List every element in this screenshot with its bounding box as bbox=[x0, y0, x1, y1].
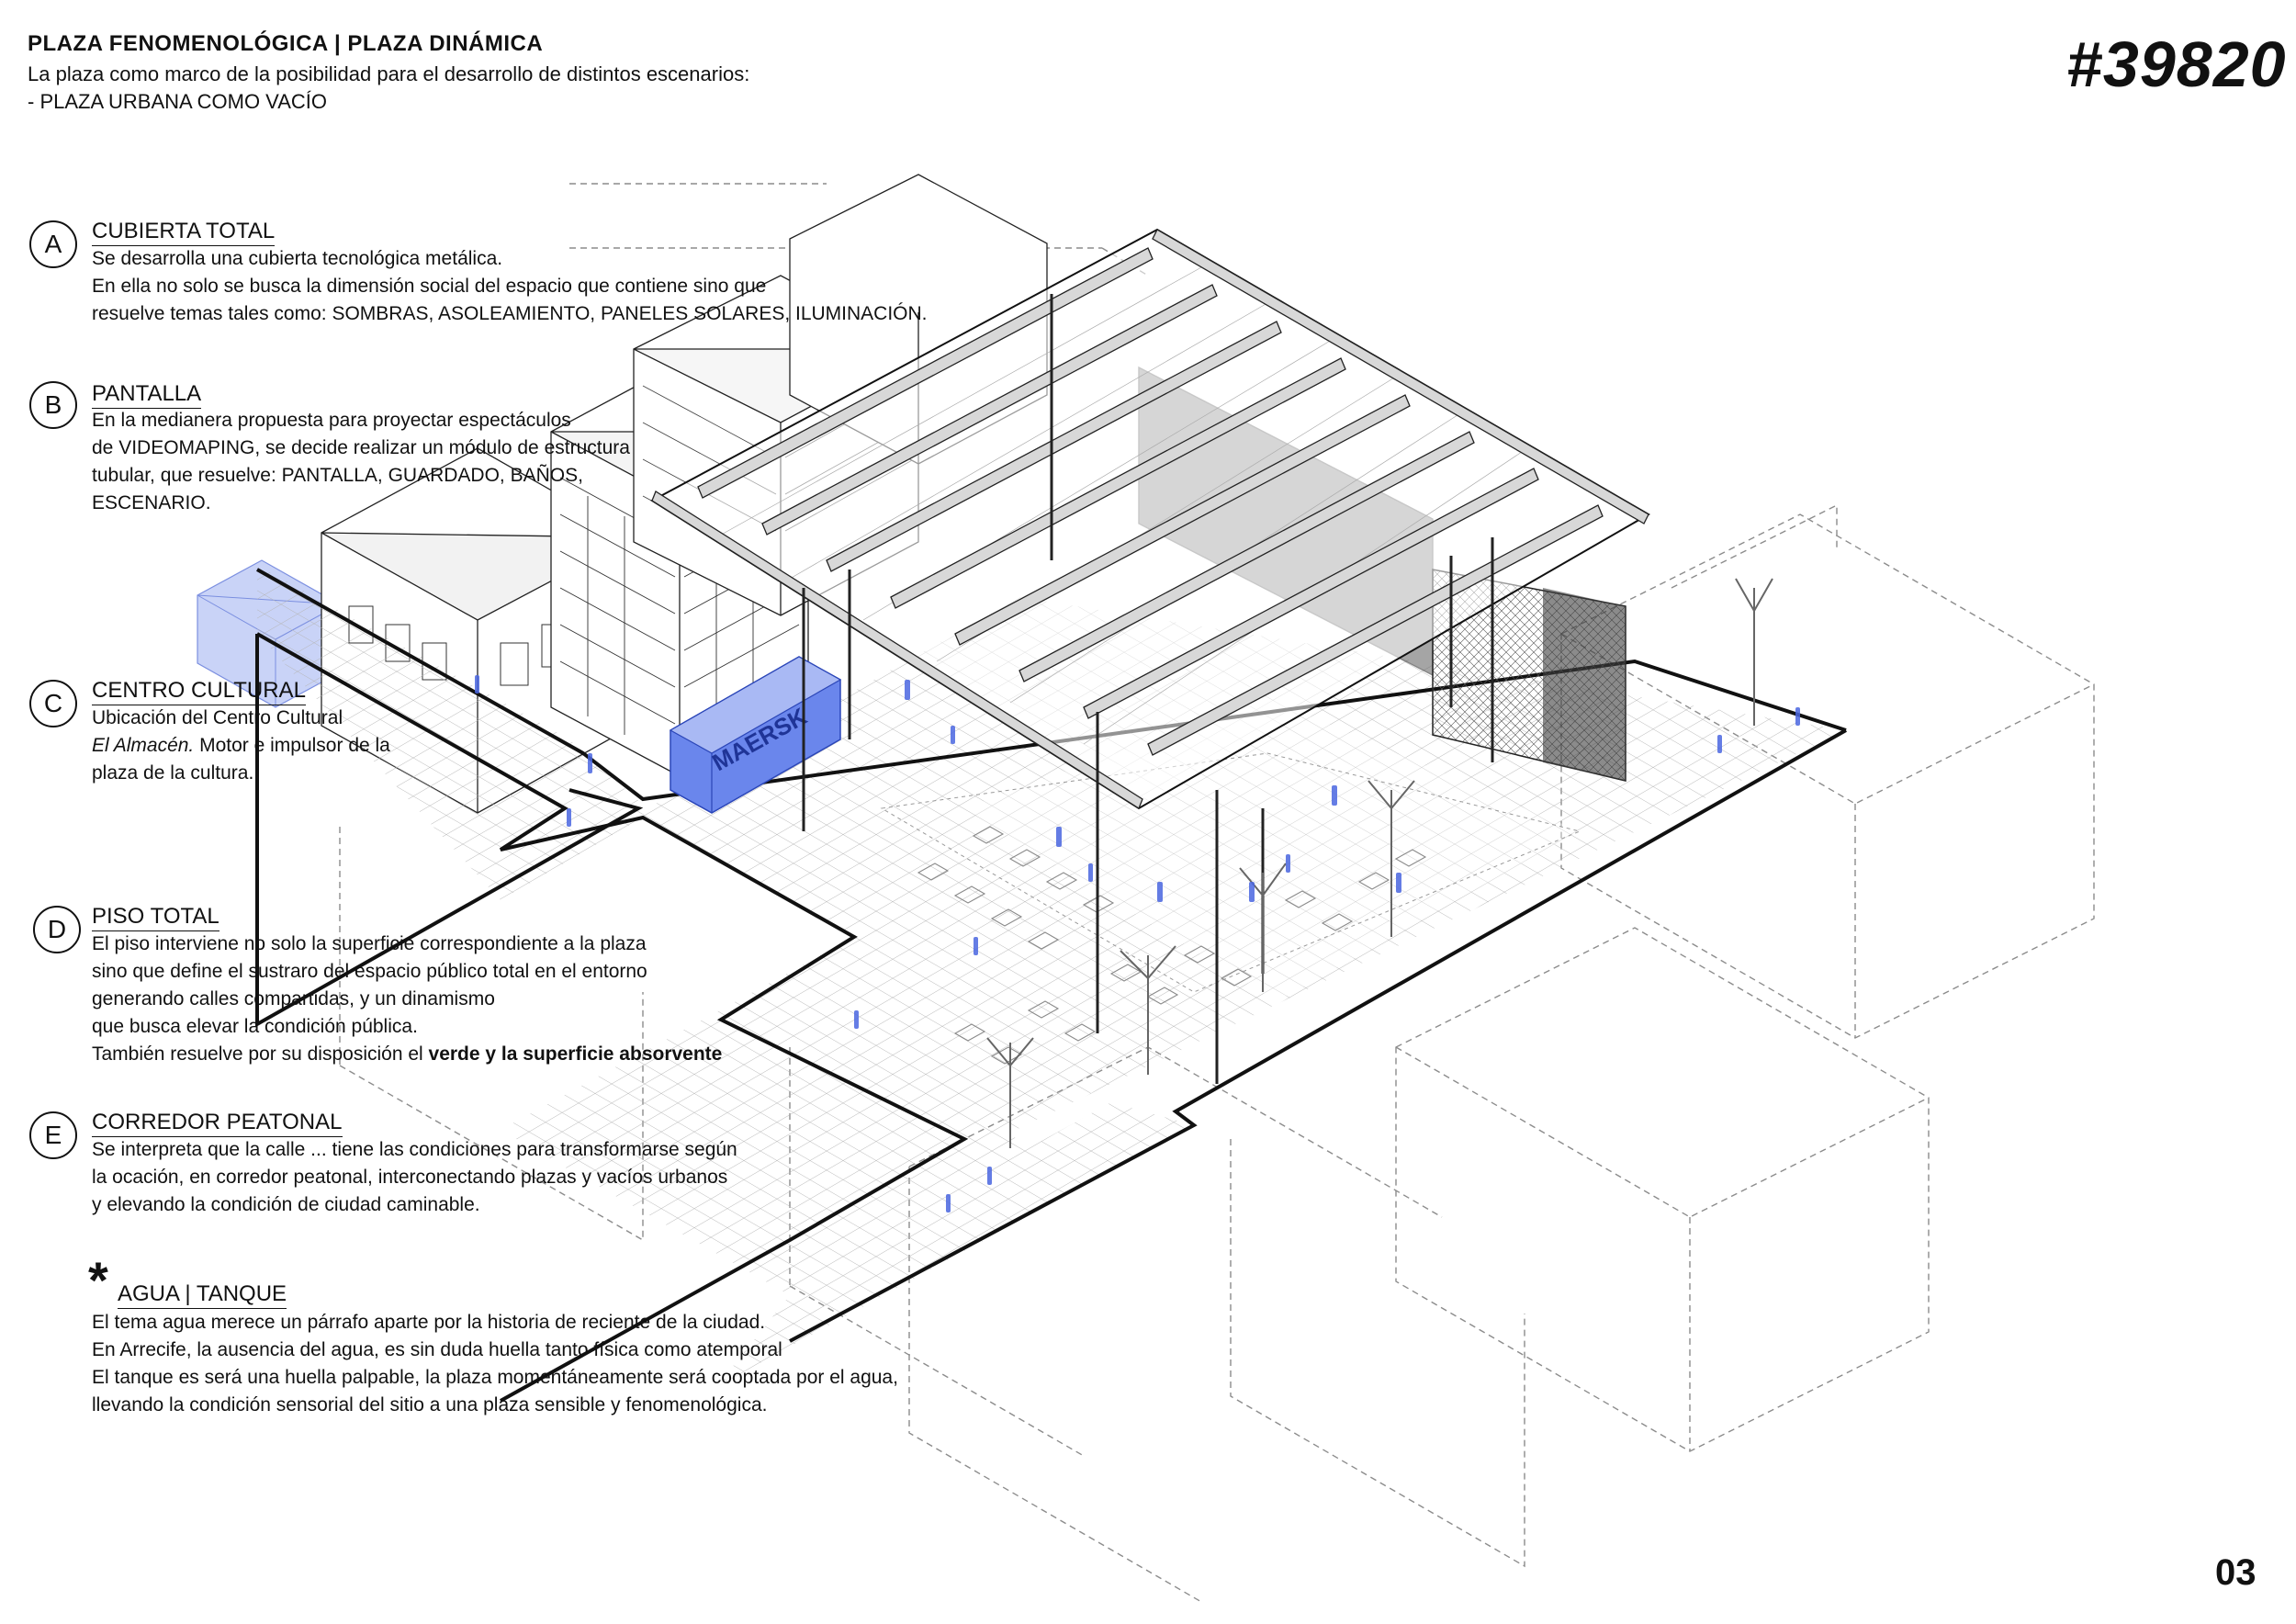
floor-edge-east bbox=[789, 728, 1847, 1343]
note-e-line-2: la ocación, en corredor peatonal, interc… bbox=[92, 1167, 728, 1188]
page-number: 03 bbox=[2215, 1552, 2257, 1593]
floor-edge-west bbox=[256, 632, 969, 1403]
page-title: PLAZA FENOMENOLÓGICA | PLAZA DINÁMICA bbox=[28, 31, 544, 56]
note-e-line-3: y elevando la condición de ciudad camina… bbox=[92, 1194, 480, 1215]
note-c-title: CENTRO CULTURAL bbox=[92, 678, 306, 705]
note-a-letter: A bbox=[29, 220, 77, 268]
container-centro-cultural: MAERSK bbox=[669, 656, 842, 814]
project-id: #39820 bbox=[2066, 28, 2287, 100]
note-b-line-4: ESCENARIO. bbox=[92, 492, 211, 513]
people bbox=[475, 675, 1800, 1212]
note-e-title: CORREDOR PEATONAL bbox=[92, 1110, 343, 1137]
note-water-line-4: llevando la condición sensorial del siti… bbox=[92, 1394, 768, 1415]
note-d-line-3: generando calles compartidas, y un dinam… bbox=[92, 988, 495, 1009]
note-c-line-2-rest: Motor e impulsor de la bbox=[194, 735, 390, 756]
note-c-line-3: plaza de la cultura. bbox=[92, 762, 254, 784]
note-d-line-5-plain: También resuelve por su disposición el bbox=[92, 1043, 429, 1065]
note-d-line-1: El piso interviene no solo la superficie… bbox=[92, 933, 647, 954]
note-d-line-5-bold: verde y la superficie absorvente bbox=[428, 1043, 723, 1065]
floor-grid-area bbox=[257, 565, 1846, 1387]
roof-structure bbox=[650, 228, 1650, 1084]
note-water-line-2: En Arrecife, la ausencia del agua, es si… bbox=[92, 1339, 782, 1360]
subtitle-line-2: - PLAZA URBANA COMO VACÍO bbox=[28, 90, 327, 113]
note-b-letter: B bbox=[29, 381, 77, 429]
asterisk-symbol: * bbox=[88, 1251, 108, 1309]
roof-trusses bbox=[651, 229, 1649, 809]
note-a-line-2: En ella no solo se busca la dimensión so… bbox=[92, 276, 767, 297]
note-c-line-1: Ubicación del Centro Cultural bbox=[92, 707, 343, 728]
note-e-letter: E bbox=[29, 1111, 77, 1159]
floor-edge-north bbox=[256, 568, 1847, 802]
note-b-line-1: En la medianera propuesta para proyectar… bbox=[92, 410, 571, 431]
note-d-line-4: que busca elevar la condición pública. bbox=[92, 1016, 418, 1037]
note-a-title: CUBIERTA TOTAL bbox=[92, 219, 275, 246]
note-d-title: PISO TOTAL bbox=[92, 904, 219, 931]
note-b-line-2: de VIDEOMAPING, se decide realizar un mó… bbox=[92, 437, 630, 458]
note-b-line-3: tubular, que resuelve: PANTALLA, GUARDAD… bbox=[92, 465, 583, 486]
note-c-line-2-italic: El Almacén. bbox=[92, 735, 195, 756]
note-c-line-2: El Almacén. Motor e impulsor de la bbox=[92, 735, 390, 757]
floor-edge-south bbox=[255, 634, 644, 1028]
note-d-letter: D bbox=[33, 906, 81, 953]
note-water-title: AGUA | TANQUE bbox=[118, 1281, 287, 1309]
note-a-line-1: Se desarrolla una cubierta tecnológica m… bbox=[92, 248, 503, 269]
note-d-line-5: También resuelve por su disposición el v… bbox=[92, 1043, 722, 1066]
trees bbox=[986, 578, 1773, 1148]
note-water-line-1: El tema agua merece un párrafo aparte po… bbox=[92, 1312, 766, 1333]
note-a-line-3: resuelve temas tales como: SOMBRAS, ASOL… bbox=[92, 303, 928, 324]
note-b-title: PANTALLA bbox=[92, 381, 201, 409]
note-e-line-1: Se interpreta que la calle ... tiene las… bbox=[92, 1139, 737, 1160]
note-d-line-2: sino que define el sustraro del espacio … bbox=[92, 961, 647, 982]
page-subtitle: La plaza como marco de la posibilidad pa… bbox=[28, 61, 749, 116]
note-water-line-3: El tanque es será una huella palpable, l… bbox=[92, 1367, 898, 1388]
note-c-letter: C bbox=[29, 680, 77, 727]
subtitle-line-1: La plaza como marco de la posibilidad pa… bbox=[28, 62, 750, 85]
